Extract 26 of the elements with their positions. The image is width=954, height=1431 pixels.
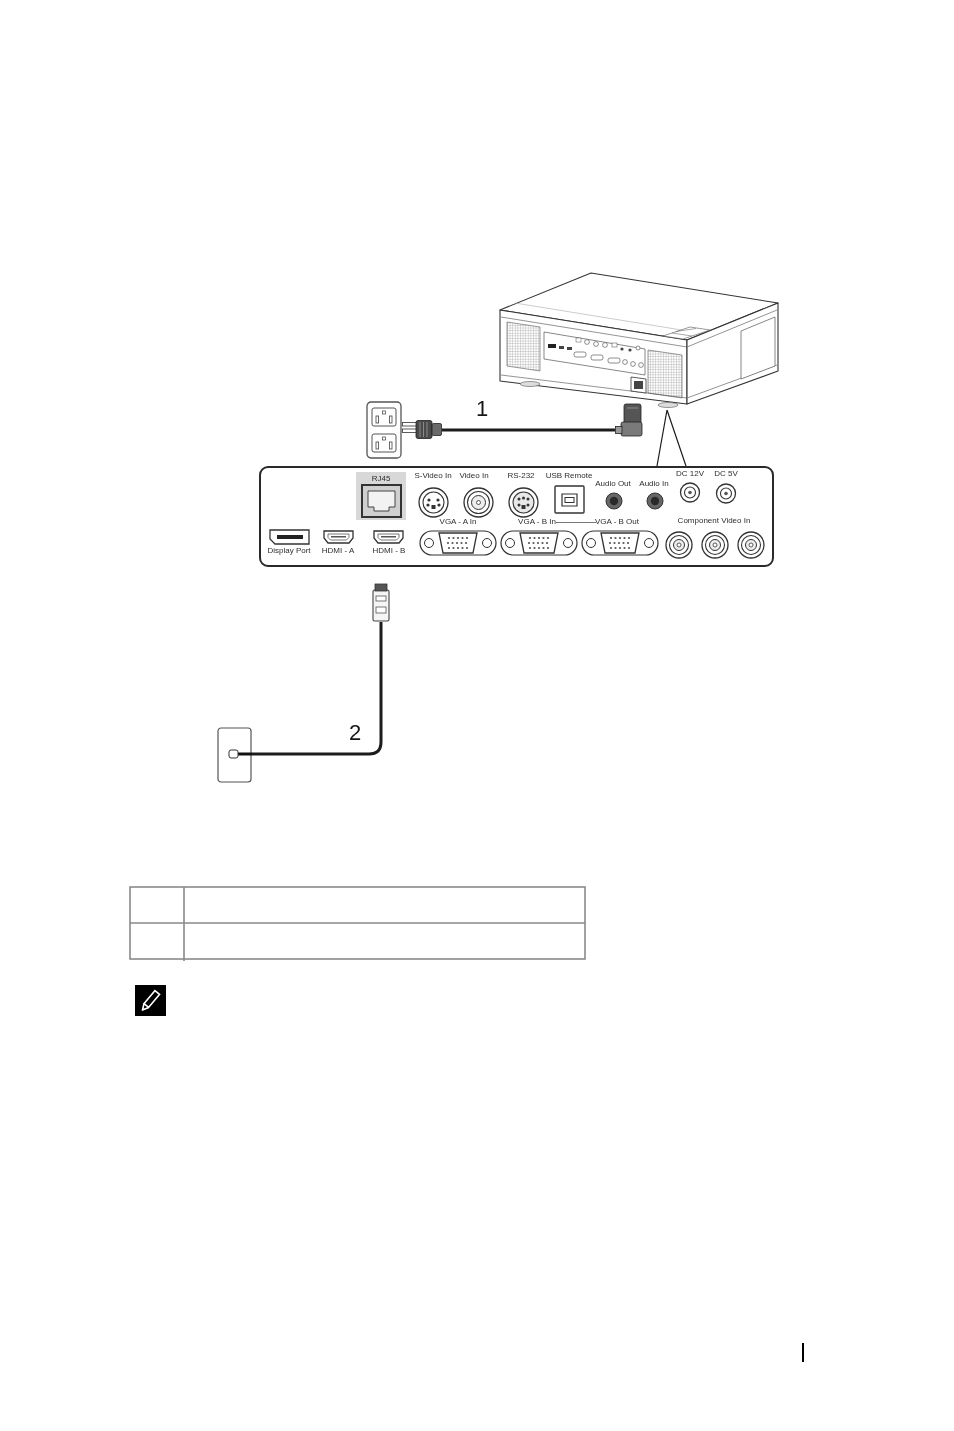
port-label: RS-232	[507, 472, 535, 480]
port-label: USB Remote	[545, 472, 593, 480]
network-cable	[252, 622, 383, 756]
port-label: S-Video In	[414, 472, 452, 480]
port-label: DC 12V	[676, 470, 704, 478]
callout-leader-line	[656, 409, 687, 467]
network-wall-jack	[217, 727, 252, 783]
port-label: Video In	[459, 472, 489, 480]
port-label: HDMI - B	[372, 547, 406, 555]
port-label: VGA - B In	[518, 518, 556, 526]
port-label: RJ45	[371, 475, 391, 483]
port-label: DC 5V	[714, 470, 738, 478]
power-plug-drawing	[402, 420, 442, 439]
port-label: Audio In	[639, 480, 669, 488]
angled-power-connector-drawing	[615, 403, 643, 437]
port-label: Audio Out	[595, 480, 631, 488]
port-label: VGA - A In	[439, 518, 477, 526]
port-label: HDMI - A	[321, 547, 355, 555]
power-cable	[442, 428, 615, 432]
port-label: VGA - B Out	[595, 518, 639, 526]
wall-outlet-drawing	[366, 401, 402, 459]
port-label: Component Video In	[677, 517, 751, 525]
port-label: Display Port	[267, 547, 311, 555]
highlighted-port-area	[356, 472, 406, 520]
connector-panel	[259, 466, 774, 567]
network-plug-drawing	[371, 583, 391, 622]
